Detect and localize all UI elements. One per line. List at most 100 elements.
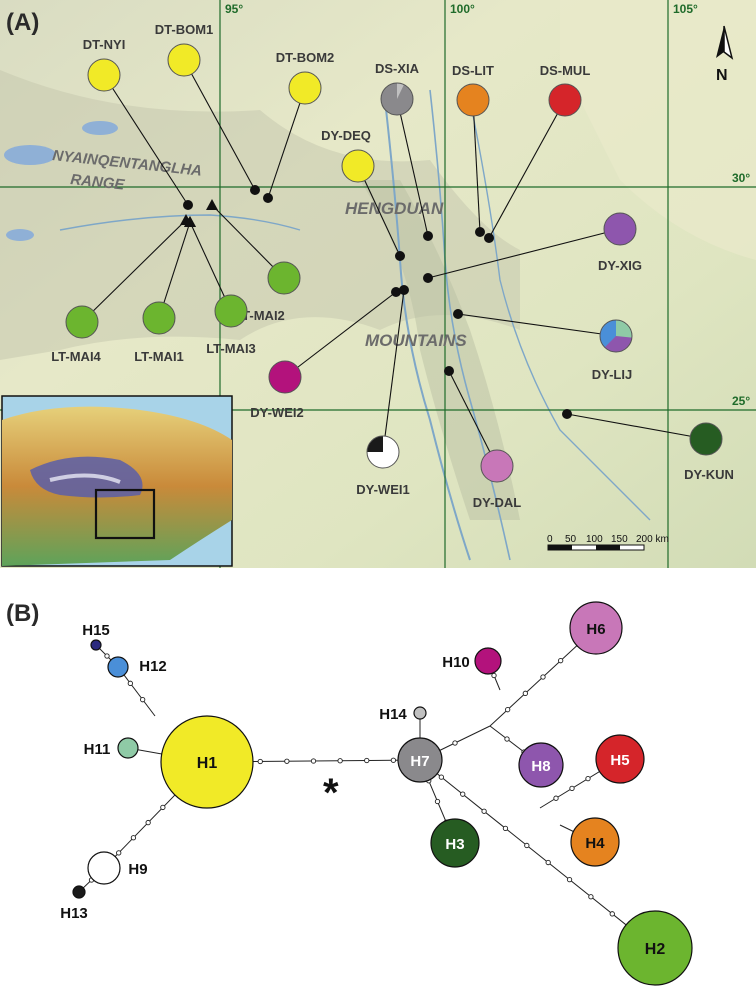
site-dot: [475, 227, 485, 237]
population-circle: [457, 84, 489, 116]
scale-bar: 0 50 100 150 200 km: [547, 534, 669, 551]
site-dot: [484, 233, 494, 243]
connector-line: [267, 87, 306, 199]
river: [469, 99, 651, 521]
haplotype-circle: [117, 737, 139, 759]
haplotype-label: H13: [60, 905, 88, 922]
north-label: N: [716, 67, 728, 84]
site-dot: [423, 231, 433, 241]
population-label: DY-KUN: [684, 467, 734, 482]
population-outline: [142, 301, 176, 335]
connector-line: [488, 99, 566, 239]
population-circle: [88, 59, 120, 91]
haplotype-h1: H1: [160, 715, 254, 809]
mutation-step: [524, 842, 530, 849]
mutation-step: [434, 798, 441, 805]
population-dy-wei1: DY-WEI1: [356, 435, 410, 497]
region-label: HENGDUAN: [345, 199, 444, 218]
haplotype-label: H15: [82, 622, 110, 639]
scale-tick: 150: [611, 534, 628, 545]
mutation-step: [310, 758, 317, 764]
population-outline: [380, 82, 414, 116]
population-dy-kun: DY-KUN: [684, 422, 734, 482]
haplotype-h3: H3: [430, 818, 480, 868]
mutation-step: [140, 697, 146, 703]
scale-tick: 0: [547, 534, 553, 545]
lat-25-label: 25°: [732, 394, 750, 408]
population-lt-mai3: LT-MAI3: [206, 294, 256, 356]
population-label: DT-NYI: [83, 37, 126, 52]
population-dy-dal: DY-DAL: [473, 449, 521, 510]
haplotype-label: H14: [379, 706, 407, 723]
population-dy-deq: DY-DEQ: [321, 128, 375, 183]
plain-shading: [560, 0, 756, 260]
population-outline: [480, 449, 514, 483]
connector-line: [103, 74, 189, 206]
mutation-step: [609, 911, 615, 917]
connector-line: [396, 98, 429, 237]
mutation-step: [540, 674, 546, 680]
lon-95-label: 95°: [225, 2, 243, 16]
site-dot: [183, 200, 193, 210]
population-label: DS-XIA: [375, 61, 420, 76]
population-lt-mai2: LT-MAI2: [235, 261, 301, 323]
haplotype-label: H6: [586, 621, 605, 638]
mutation-step: [460, 791, 466, 797]
population-ds-lit: DS-LIT: [452, 63, 494, 117]
population-label: DY-LIJ: [592, 367, 632, 382]
haplotype-h11: H11: [84, 737, 139, 759]
site-dot: [263, 193, 273, 203]
population-slice: [367, 436, 383, 452]
haplotype-circle: [87, 851, 121, 885]
population-label: DY-WEI2: [250, 405, 303, 420]
population-label: LT-MAI3: [206, 341, 256, 356]
mutation-step: [481, 808, 487, 814]
haplotype-label: H10: [442, 654, 470, 671]
haplotype-label: H8: [531, 758, 550, 775]
lake: [4, 145, 56, 165]
lon-105-label: 105°: [673, 2, 698, 16]
site-dot: [399, 285, 409, 295]
connector-line: [81, 219, 187, 323]
population-label: DT-BOM1: [155, 22, 214, 37]
haplotype-circle: [569, 601, 623, 655]
site-dot: [562, 409, 572, 419]
haplotype-circle: [518, 742, 564, 788]
connector-line: [382, 289, 405, 453]
mutation-step: [145, 819, 151, 826]
mutation-step: [491, 672, 497, 679]
mutation-step: [502, 825, 509, 832]
population-label: LT-MAI2: [235, 308, 285, 323]
population-circle: [268, 262, 300, 294]
haplotype-h6: H6: [569, 601, 623, 655]
population-circle: [215, 295, 247, 327]
population-circle: [269, 361, 301, 393]
haplotype-circle: [474, 647, 502, 675]
population-label: DT-BOM2: [276, 50, 335, 65]
lon-100-label: 100°: [450, 2, 475, 16]
population-outline: [456, 83, 490, 117]
mutation-step: [566, 876, 573, 883]
haplotype-circle: [570, 817, 620, 867]
population-lt-mai1: LT-MAI1: [134, 301, 184, 364]
population-outline: [267, 261, 301, 295]
root-asterisk: *: [323, 771, 339, 815]
population-outline: [65, 305, 99, 339]
haplotype-circle: [397, 737, 443, 783]
population-label: DY-DAL: [473, 495, 521, 510]
population-outline: [288, 71, 322, 105]
haplotype-h4: H4: [570, 817, 620, 867]
population-lt-mai4: LT-MAI4: [51, 305, 102, 364]
mutation-step: [505, 707, 511, 713]
lake: [6, 229, 34, 241]
connector-line: [211, 204, 285, 279]
scale-tick: 200 km: [636, 534, 669, 545]
mutation-step: [438, 774, 445, 780]
panel-a-label: (A): [6, 9, 39, 36]
site-dot: [391, 287, 401, 297]
population-slice: [397, 83, 404, 99]
haplotype-circle: [413, 706, 427, 720]
mutation-step: [104, 653, 110, 659]
